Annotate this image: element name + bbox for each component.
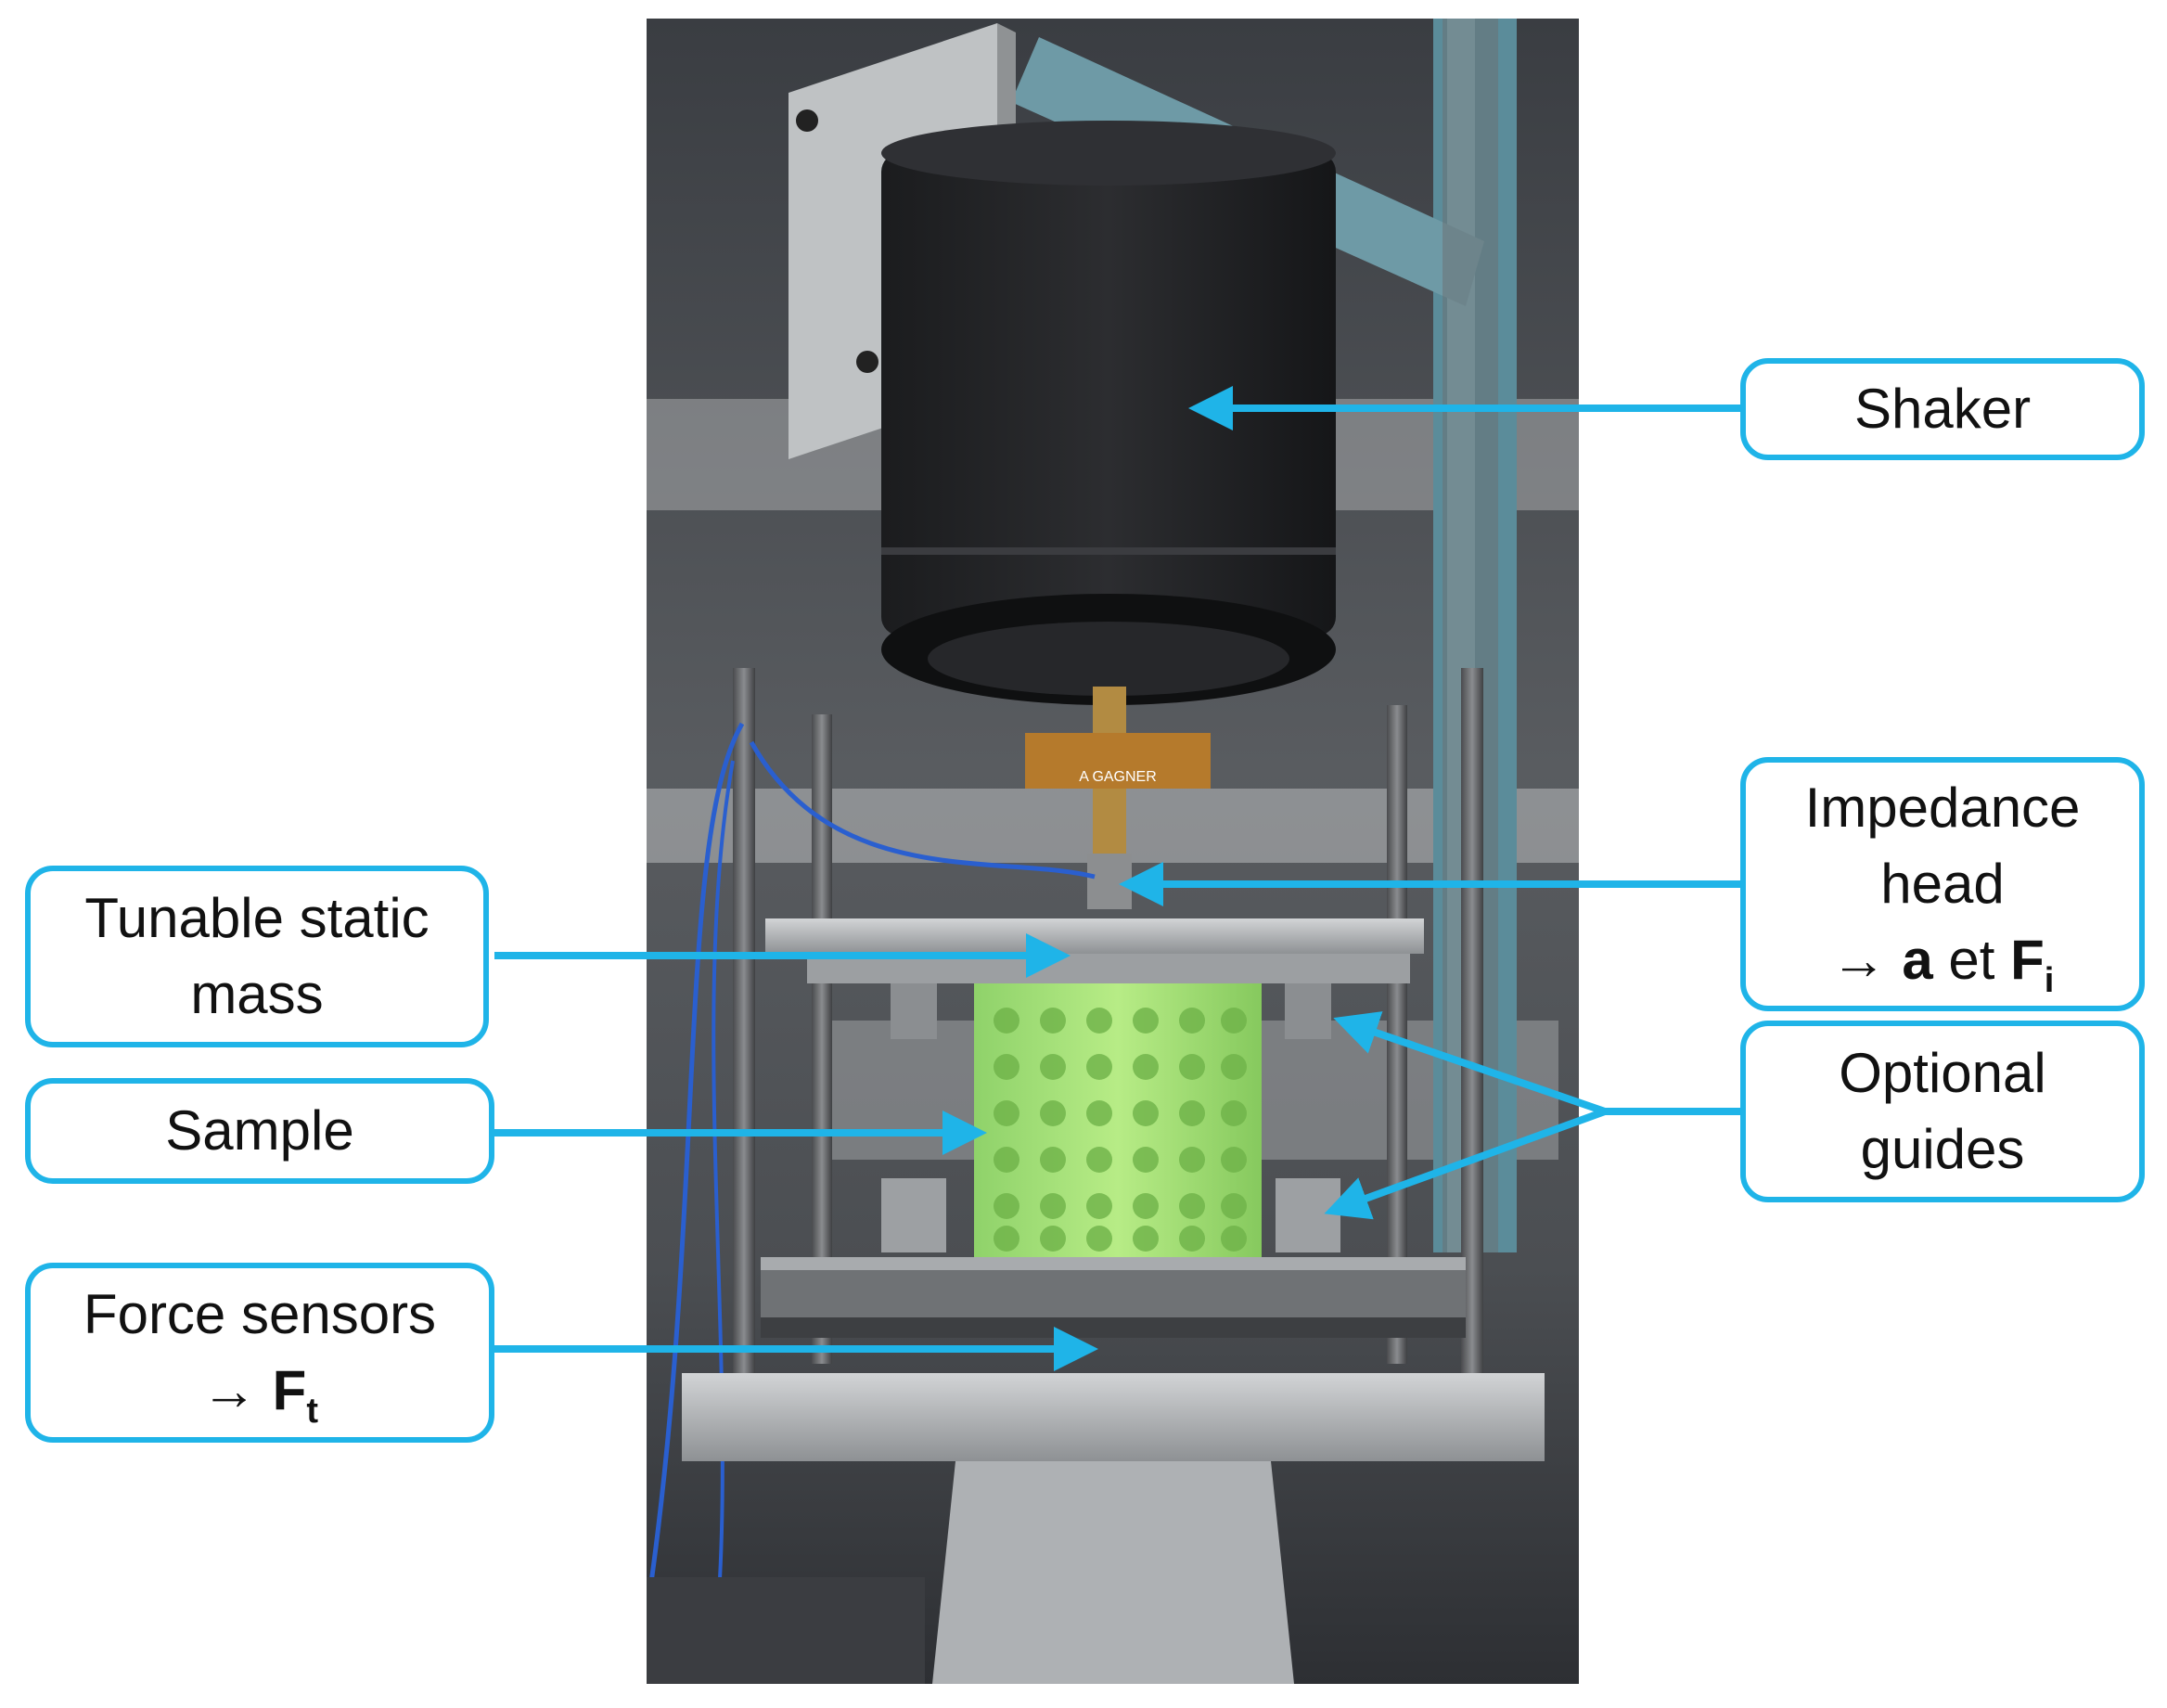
et-word: et — [1948, 929, 1995, 991]
shaker-text: Shaker — [1853, 378, 2032, 440]
sample-text: Sample — [165, 1099, 354, 1162]
guides-line1: Optional — [1839, 1042, 2046, 1104]
acceleration-symbol: a — [1902, 929, 1933, 991]
force-line2: → Ft — [201, 1353, 318, 1429]
impedance-line2: head — [1880, 853, 2005, 915]
photo: A GAGNER — [647, 19, 1579, 1684]
guides-arrow-lower — [1324, 1108, 1607, 1220]
sample-label: Sample — [25, 1078, 494, 1184]
force-symbol: F — [2010, 929, 2045, 991]
arrow-glyph: → — [1830, 929, 1887, 991]
impedance-head-label: Impedance head → a et Fi — [1740, 757, 2145, 1011]
mass-line1: Tunable static — [84, 887, 430, 949]
impedance-line3: → a et Fi — [1831, 922, 2055, 998]
arrow-glyph: → — [201, 1359, 257, 1421]
force-line1: Force sensors — [83, 1283, 437, 1345]
guides-line2: guides — [1860, 1118, 2025, 1180]
force-sensors-label: Force sensors → Ft — [25, 1263, 494, 1443]
annotation-arrows — [494, 386, 1744, 1371]
tunable-static-mass-label: Tunable static mass — [25, 866, 489, 1047]
impedance-line1: Impedance — [1804, 777, 2081, 839]
transmitted-force-subscript: t — [306, 1392, 318, 1431]
force-subscript: i — [2044, 961, 2055, 1000]
optional-guides-label: Optional guides — [1740, 1021, 2145, 1202]
poster-text: A GAGNER — [1079, 769, 1157, 785]
transmitted-force-symbol: F — [272, 1359, 307, 1421]
shaker-label: Shaker — [1740, 358, 2145, 460]
mass-line2: mass — [190, 963, 324, 1025]
guides-arrow-upper — [1333, 1011, 1607, 1115]
